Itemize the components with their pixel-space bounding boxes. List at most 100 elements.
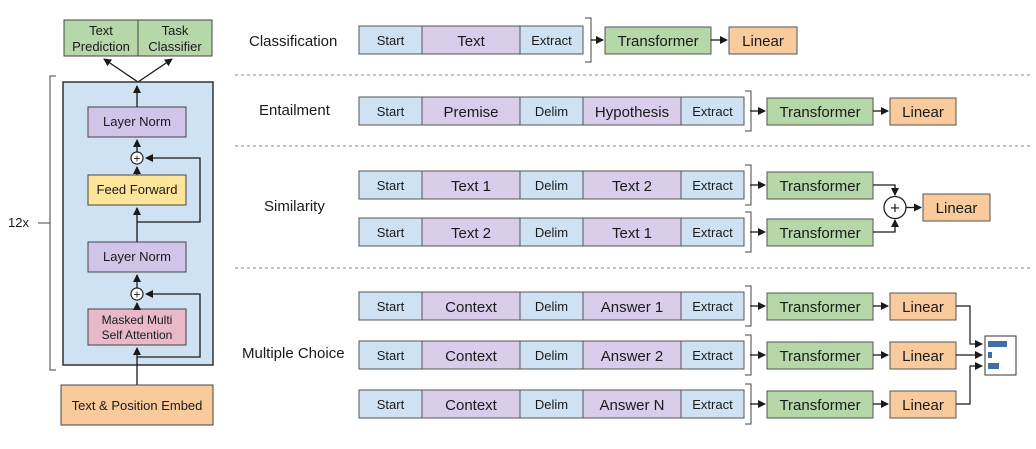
linear-label: Linear [936, 200, 978, 217]
token-segment-b: Answer N [599, 397, 664, 414]
token-extract: Extract [692, 178, 733, 193]
token-extract: Extract [692, 397, 733, 412]
repeat-label: 12x [8, 215, 29, 230]
token-text-box [421, 25, 521, 55]
row-similarity-1: Start Text 1 Delim Text 2 Extract [358, 164, 752, 206]
token-segment-a-box [421, 170, 521, 200]
token-start-box [358, 170, 423, 200]
connector-upper-to-plus [873, 184, 899, 196]
linear-box [922, 193, 991, 222]
connector-lower-to-plus [873, 219, 899, 233]
token-segment-b: Text 1 [612, 225, 652, 242]
token-extract-box [519, 25, 584, 55]
token-extract-box [680, 217, 745, 247]
token-start: Start [377, 225, 405, 240]
token-extract: Extract [692, 225, 733, 240]
linear-box-1 [889, 292, 957, 321]
task-label-multiple-choice: Multiple Choice [242, 345, 345, 362]
token-start: Start [377, 348, 405, 363]
layer-norm-top-label: Layer Norm [103, 114, 171, 129]
transformer-label-2: Transformer [779, 225, 860, 242]
transformer-label: Transformer [779, 104, 860, 121]
seq-bracket [585, 17, 592, 63]
arrow-to-text-prediction [103, 58, 139, 83]
linear-label-2: Linear [902, 348, 944, 365]
token-delim: Delim [535, 104, 568, 119]
transformer-architecture: Text Prediction Task Classifier 12x Laye… [8, 19, 214, 426]
transformer-box-2 [766, 341, 874, 370]
row-classification: Start Text Extract Transformer Linear [358, 17, 798, 63]
token-extract: Extract [692, 299, 733, 314]
token-delim: Delim [535, 178, 568, 193]
layer-norm-bottom-label: Layer Norm [103, 249, 171, 264]
task-label-classification: Classification [249, 33, 337, 50]
residual-top [137, 154, 201, 223]
transformer-label-1: Transformer [779, 299, 860, 316]
linear-label: Linear [902, 104, 944, 121]
token-delim: Delim [535, 299, 568, 314]
token-extract: Extract [692, 348, 733, 363]
token-segment-a-box [421, 96, 521, 126]
token-delim: Delim [535, 348, 568, 363]
token-start-box [358, 340, 423, 370]
token-delim-box [519, 217, 584, 247]
token-delim-box [519, 170, 584, 200]
token-extract-box [680, 291, 745, 321]
token-extract-box [680, 340, 745, 370]
token-segment-b-box [582, 291, 682, 321]
token-start: Start [377, 299, 405, 314]
token-segment-b-box [582, 170, 682, 200]
transformer-box-n [766, 390, 874, 419]
bar-chart-icon [984, 335, 1017, 376]
token-delim-box [519, 96, 584, 126]
token-start-box [358, 25, 423, 55]
token-start-box [358, 389, 423, 419]
transformer-label-2: Transformer [779, 348, 860, 365]
repeat-bracket [49, 75, 56, 371]
token-segment-a-box [421, 389, 521, 419]
token-start-box [358, 217, 423, 247]
linear-box [889, 97, 957, 126]
linear-box-2 [889, 341, 957, 370]
transformer-box [766, 97, 874, 126]
task-label-entailment: Entailment [259, 102, 331, 119]
token-segment-b-box [582, 217, 682, 247]
entailment-head: Transformer Linear [750, 97, 957, 126]
token-segment-a: Text 1 [451, 178, 491, 195]
token-segment-b: Text 2 [612, 178, 652, 195]
token-delim: Delim [535, 225, 568, 240]
arrow-to-task-classifier [137, 58, 173, 83]
token-delim-box [519, 291, 584, 321]
transformer-box-2 [766, 218, 874, 247]
head-task-classifier-box [137, 19, 213, 57]
masked-attention-line2: Self Attention [102, 328, 173, 342]
token-segment-b: Answer 2 [601, 348, 664, 365]
token-start-box [358, 96, 423, 126]
token-segment-b: Answer 1 [601, 299, 664, 316]
connector-choice-n [956, 362, 983, 405]
multiple-choice-head: Transformer Linear Transformer Linear Tr… [750, 292, 1017, 419]
row-similarity-2: Start Text 2 Delim Text 1 Extract [358, 211, 752, 253]
token-segment-b-box [582, 389, 682, 419]
token-segment-b: Hypothesis [595, 104, 669, 121]
token-start-box [358, 291, 423, 321]
linear-box-n [889, 390, 957, 419]
transformer-label-n: Transformer [779, 397, 860, 414]
token-segment-a: Text 2 [451, 225, 491, 242]
transformer-box-1 [766, 292, 874, 321]
token-segment-a: Context [445, 397, 498, 414]
linear-label-1: Linear [902, 299, 944, 316]
text-position-embed-box [60, 384, 214, 426]
linear-box [728, 26, 798, 55]
token-start: Start [377, 178, 405, 193]
linear-label-n: Linear [902, 397, 944, 414]
token-text: Text [457, 33, 485, 50]
head-task-classifier-line1: Task [162, 23, 189, 38]
token-segment-a-box [421, 217, 521, 247]
